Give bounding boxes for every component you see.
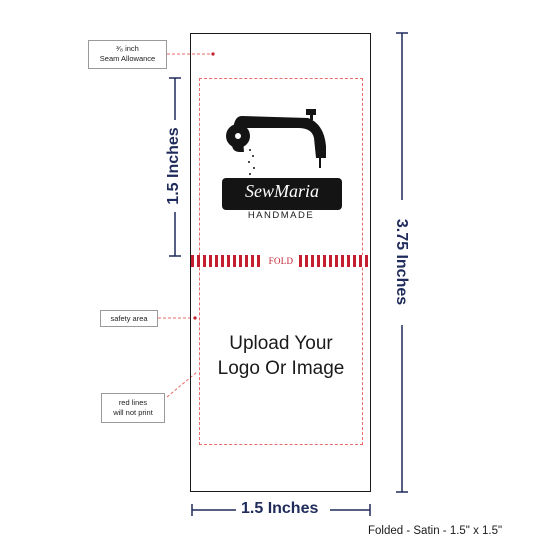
red-lines-callout: red lines will not print [101,393,165,423]
safety-area-dot [193,316,197,320]
brand-tagline: HANDMADE [247,210,315,221]
brand-name: SewMaria [245,181,319,201]
left-dimension-line [169,77,181,257]
upload-placeholder[interactable]: Upload Your Logo Or Image [199,331,363,381]
upload-text-line1: Upload Your [229,333,333,354]
bottom-dimension-line [191,504,371,516]
sewing-machine-icon [222,109,342,210]
upload-text-line2: Logo Or Image [217,358,345,379]
product-caption: Folded - Satin - 1.5" x 1.5" [368,525,503,537]
seam-allowance-text: Seam Allowance [99,54,156,63]
seam-allowance-dot [211,52,215,56]
seam-allowance-callout: ³⁄₈ inch Seam Allowance [88,40,167,69]
red-lines-text2: will not print [113,408,153,417]
right-dimension-line [396,32,408,493]
red-lines-leader [166,371,198,398]
red-lines-text1: red lines [118,398,148,407]
safety-area-callout: safety area [100,310,158,327]
folded-height-label: 1.5 Inches [165,127,182,205]
total-height-label: 3.75 Inches [393,218,410,306]
label-outline [190,33,371,492]
width-label: 1.5 Inches [241,500,319,517]
seam-allowance-size: ³⁄₈ inch [116,44,139,53]
fold-label: FOLD [263,255,299,267]
